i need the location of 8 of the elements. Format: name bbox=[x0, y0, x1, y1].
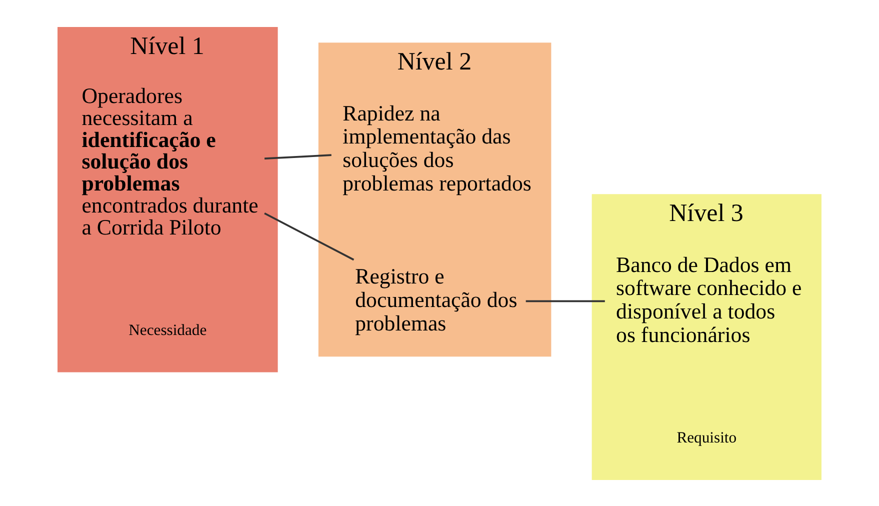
connector bbox=[264, 154, 332, 160]
node-text: Rapidez na implementação das soluções dos problemas reportados bbox=[342, 100, 532, 196]
connector bbox=[526, 300, 605, 302]
label: Necessidade bbox=[128, 321, 207, 338]
node-text: Banco de Dados em software conhecido e disponível a todos os funcionários bbox=[616, 252, 802, 347]
node-text: Operadores necessitam a identificação e solução dos problemas encontrados durante a Corrida Piloto bbox=[82, 84, 258, 239]
node-text: Registro e documentação dos problemas bbox=[355, 264, 518, 335]
label: Requisito bbox=[676, 429, 737, 446]
